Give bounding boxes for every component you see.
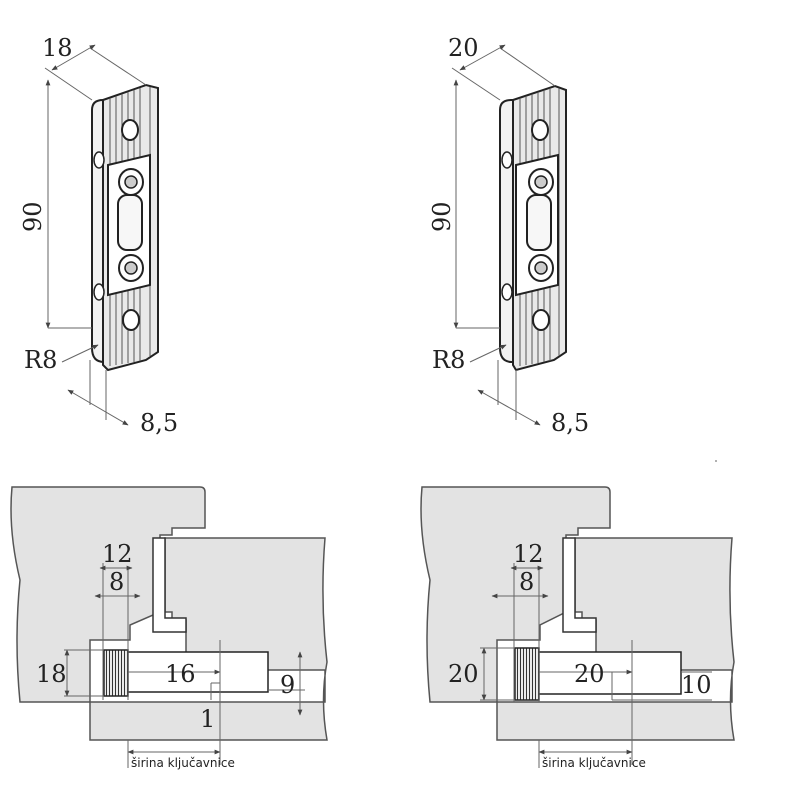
radius-label: R8 [432,346,465,374]
length-dim: 16 [165,660,196,688]
right-dim: 9 [280,671,295,699]
radius-label: R8 [24,346,57,374]
side-dim: 18 [36,660,67,688]
height-label: 90 [19,201,47,232]
section-view-left [10,486,328,741]
top-dim: 12 [102,540,133,568]
depth-label: 8,5 [551,409,589,437]
sub-dim: 8 [109,568,124,596]
section-view-right [420,486,735,741]
right-dim: 10 [681,671,712,699]
height-label: 90 [428,201,456,232]
top-dim: 12 [513,540,544,568]
striker-plate-left [91,83,159,372]
width-label: 18 [42,34,73,62]
dimensions-left-top [44,44,147,426]
dimensions-left-bottom [64,563,305,768]
speck [715,460,717,462]
lock-width-caption: širina ključavnice [131,756,235,770]
sub-dim: 8 [519,568,534,596]
dimensions-right-top [451,44,556,426]
width-label: 20 [448,34,479,62]
length-dim: 20 [574,660,605,688]
depth-label: 8,5 [140,409,178,437]
side-dim: 20 [448,660,479,688]
lock-width-caption: širina ključavnice [542,756,646,770]
gap-dim: 1 [200,705,215,733]
dimensions-right-bottom [480,563,712,768]
striker-plate-right [499,84,567,372]
